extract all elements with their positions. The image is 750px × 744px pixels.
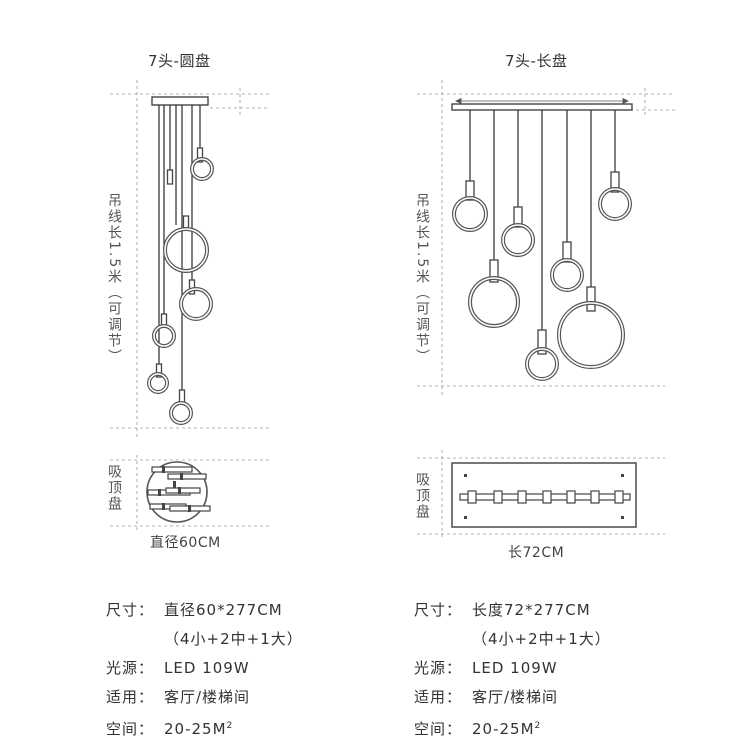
right-canopy-topview [451, 462, 637, 528]
left-spec-light: 光源： LED 109W [106, 654, 303, 683]
left-spec-use: 适用： 客厅/楼梯间 [106, 683, 303, 712]
left-title: 7头-圆盘 [148, 52, 211, 70]
spec-sup: 2 [226, 721, 234, 731]
right-canopy [451, 103, 633, 111]
spec-sup: 2 [534, 721, 542, 731]
spec-key: 空间： [414, 720, 463, 738]
spec-key: 尺寸： [414, 601, 463, 619]
spec-value: 直径60*277CM [164, 601, 283, 619]
spec-value: （4小+2中+1大） [472, 630, 611, 648]
right-length-caption: 长72CM [508, 545, 565, 561]
spec-key: 空间： [106, 720, 155, 738]
spec-key: 光源： [106, 659, 155, 677]
right-cable-length-label: 吊线长1.5米（可调节） [414, 193, 430, 366]
left-canopy [151, 96, 209, 106]
left-spec-config: （4小+2中+1大） [106, 625, 303, 654]
right-spec-light: 光源： LED 109W [414, 654, 611, 683]
right-spec-space: 空间： 20-25M2 [414, 712, 611, 744]
spec-value: 20-25M [164, 720, 227, 738]
left-pendant-drawing [147, 96, 214, 425]
left-spec-size: 尺寸： 直径60*277CM [106, 596, 303, 625]
left-spec-space: 空间： 20-25M2 [106, 712, 303, 744]
right-spec-list: 尺寸： 长度72*277CM （4小+2中+1大） 光源： LED 109W 适用：… [414, 596, 611, 744]
spec-value: 客厅/楼梯间 [164, 688, 251, 706]
right-dimension-guides [417, 80, 675, 540]
left-ceiling-plate-label: 吸顶盘 [106, 464, 122, 512]
right-spec-use: 适用： 客厅/楼梯间 [414, 683, 611, 712]
right-width-arrow [455, 97, 629, 105]
left-diameter-caption: 直径60CM [150, 535, 221, 551]
left-spec-list: 尺寸： 直径60*277CM （4小+2中+1大） 光源： LED 109W 适用：… [106, 596, 303, 744]
spec-value: 20-25M [472, 720, 535, 738]
right-title: 7头-长盘 [505, 52, 568, 70]
right-pendant-drawing [451, 103, 633, 381]
spec-key: 尺寸： [106, 601, 155, 619]
spec-value: 长度72*277CM [472, 601, 591, 619]
spec-key: 适用： [106, 688, 155, 706]
spec-key: 适用： [414, 688, 463, 706]
right-spec-size: 尺寸： 长度72*277CM [414, 596, 611, 625]
right-ceiling-plate-label: 吸顶盘 [414, 472, 430, 520]
right-spec-config: （4小+2中+1大） [414, 625, 611, 654]
spec-key: 光源： [414, 659, 463, 677]
spec-value: LED 109W [472, 659, 558, 677]
spec-value: LED 109W [164, 659, 250, 677]
spec-value: 客厅/楼梯间 [472, 688, 559, 706]
left-canopy-topview [146, 461, 211, 523]
left-cable-length-label: 吊线长1.5米（可调节） [106, 193, 122, 366]
spec-value: （4小+2中+1大） [164, 630, 303, 648]
left-dimension-guides [110, 80, 270, 530]
